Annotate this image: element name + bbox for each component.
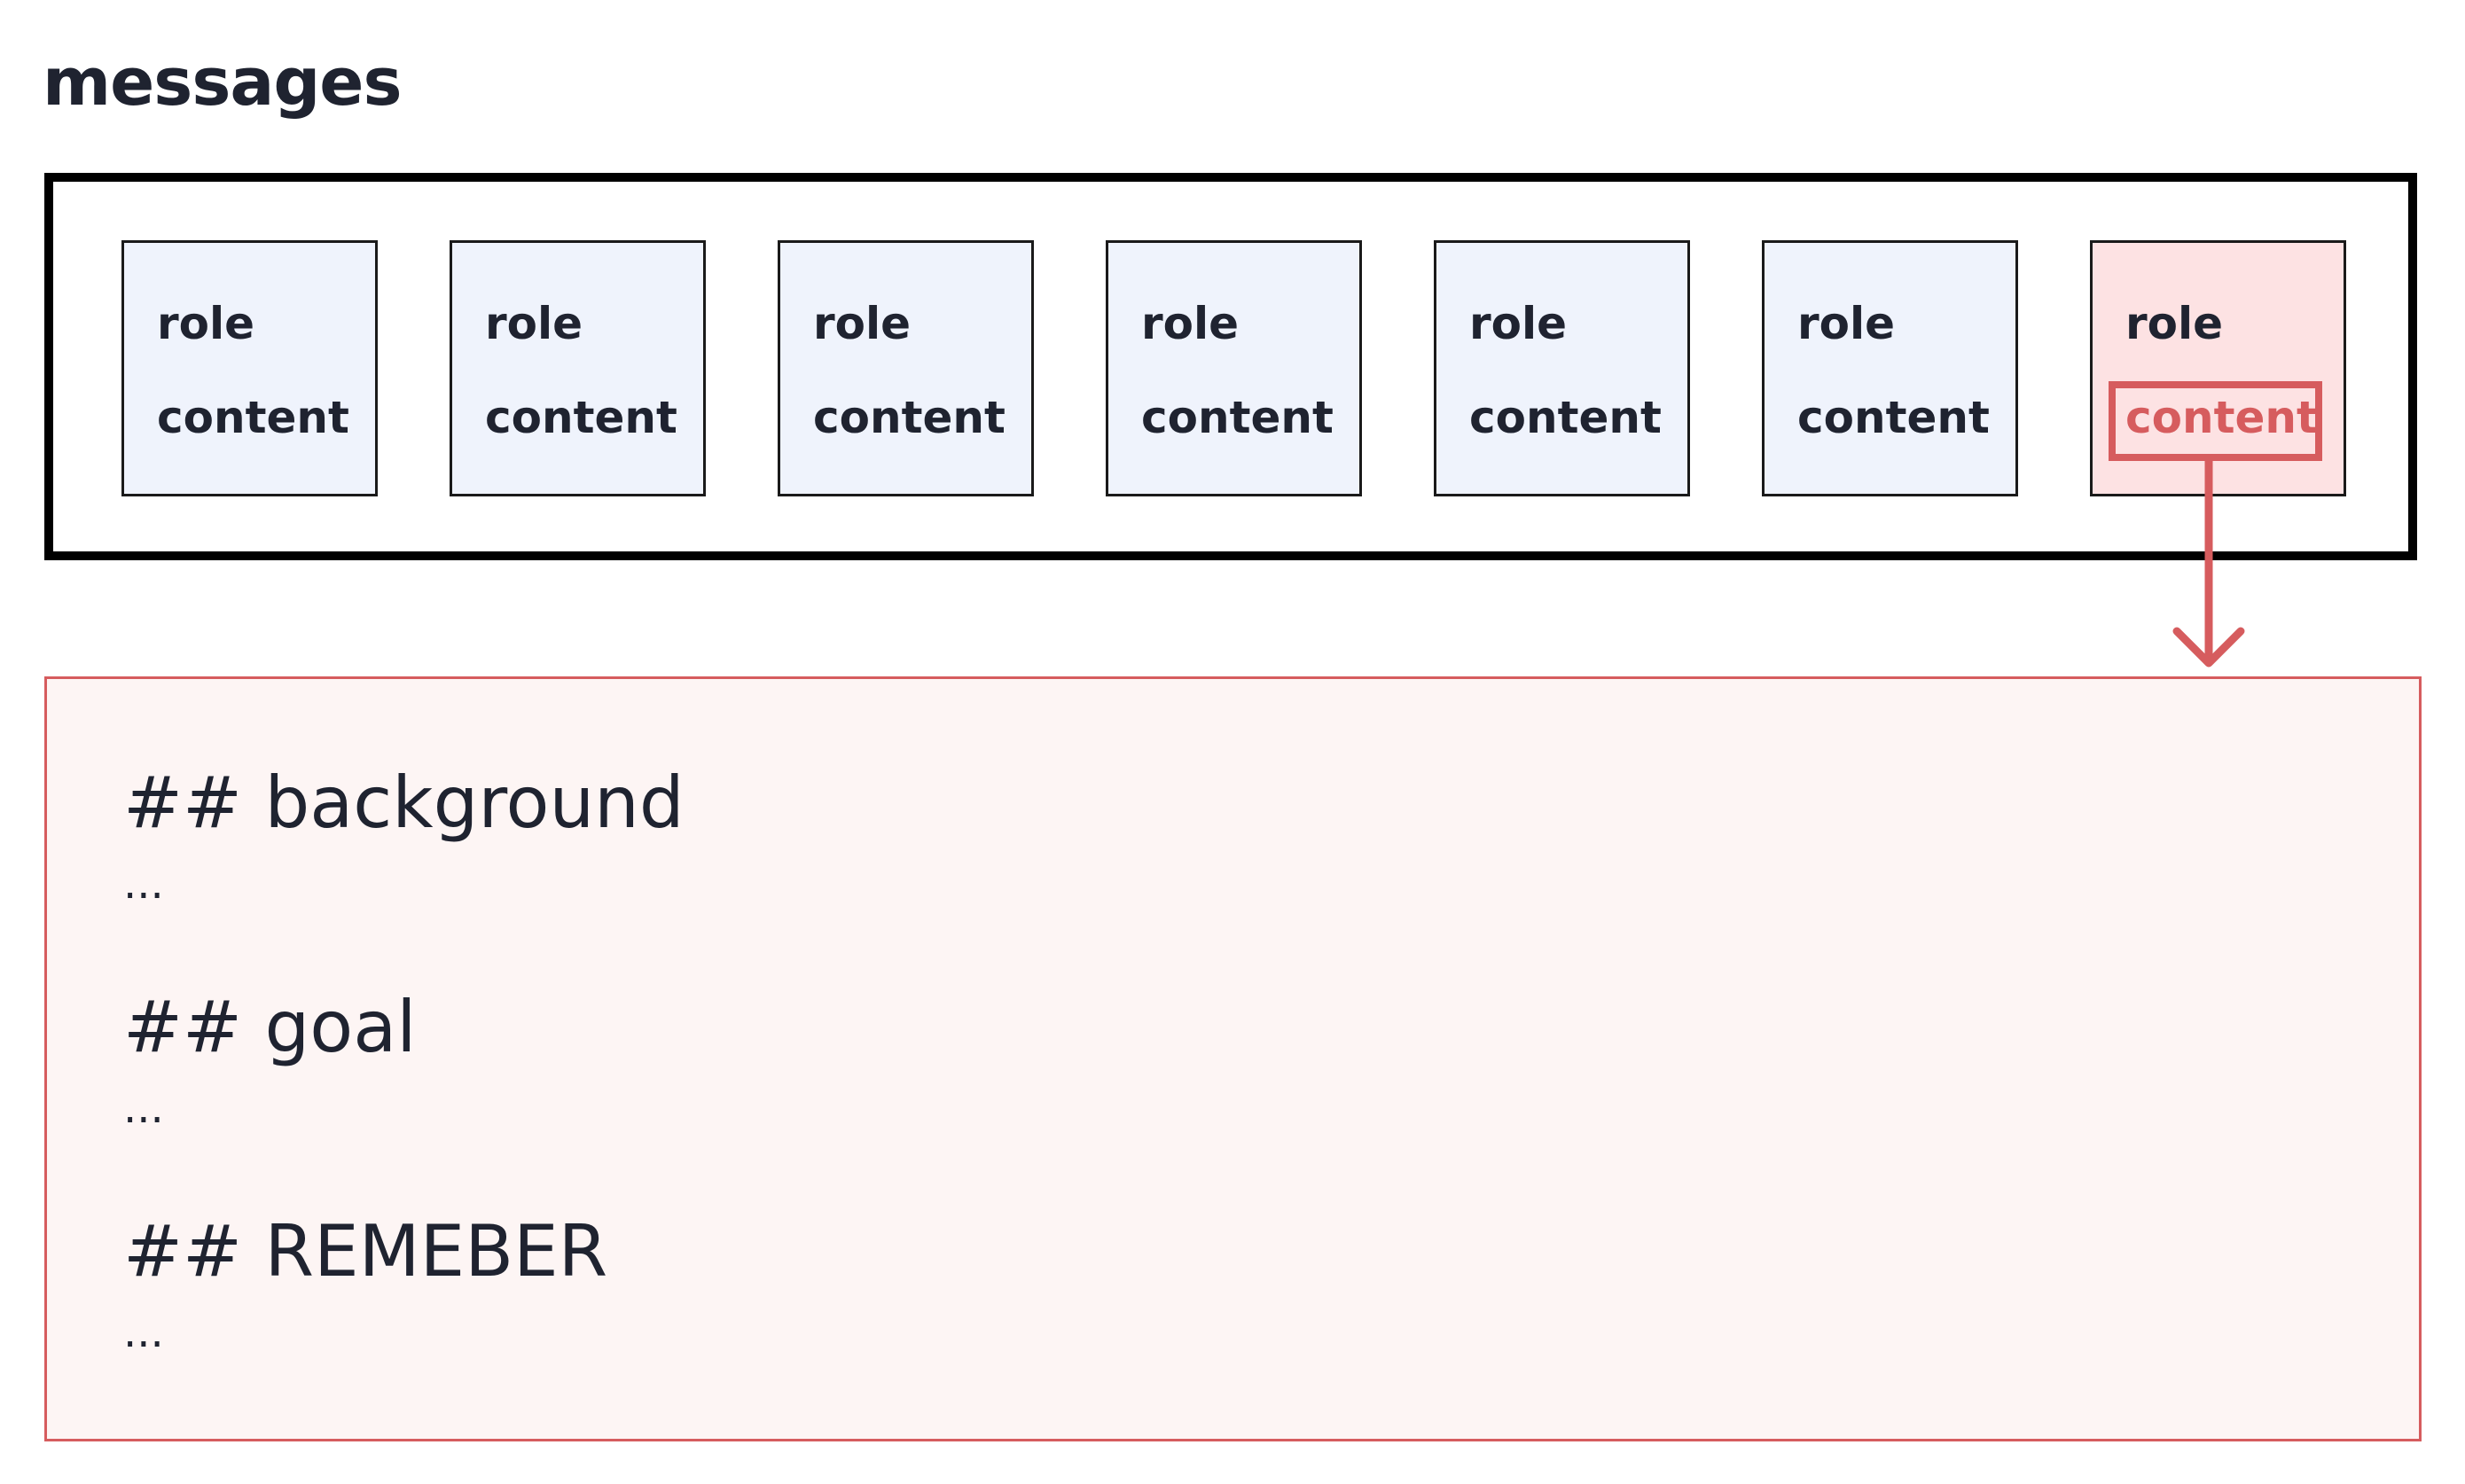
section-body-remember: ... [123,1308,164,1357]
message-role-label: role [485,298,583,349]
messages-container [44,173,2417,560]
message-role-label: role [813,298,912,349]
message-content-label: content [157,392,349,443]
message-card: role content [1762,240,2018,496]
message-content-label: content [813,392,1006,443]
section-heading-background: ## background [123,762,685,844]
message-content-label: content [1797,392,1990,443]
message-role-label: role [2125,298,2224,349]
diagram-title: messages [43,44,403,121]
message-card: role content [1434,240,1690,496]
message-content-label: content [1141,392,1334,443]
message-card: role content [121,240,378,496]
message-content-label: content [1469,392,1662,443]
message-role-label: role [157,298,255,349]
section-body-background: ... [123,859,164,909]
message-role-label: role [1469,298,1568,349]
message-role-label: role [1797,298,1896,349]
section-heading-remember: ## REMEBER [123,1210,608,1293]
message-card: role content [450,240,706,496]
message-card-highlighted: role content [2090,240,2346,496]
content-detail-panel: ## background ... ## goal ... ## REMEBER… [44,676,2422,1441]
section-heading-goal: ## goal [123,986,417,1068]
message-card: role content [778,240,1034,496]
message-card: role content [1106,240,1362,496]
section-body-goal: ... [123,1083,164,1133]
content-highlight-outline [2109,381,2322,461]
message-role-label: role [1141,298,1240,349]
message-content-label-highlighted: content [2125,392,2318,443]
message-content-label: content [485,392,677,443]
